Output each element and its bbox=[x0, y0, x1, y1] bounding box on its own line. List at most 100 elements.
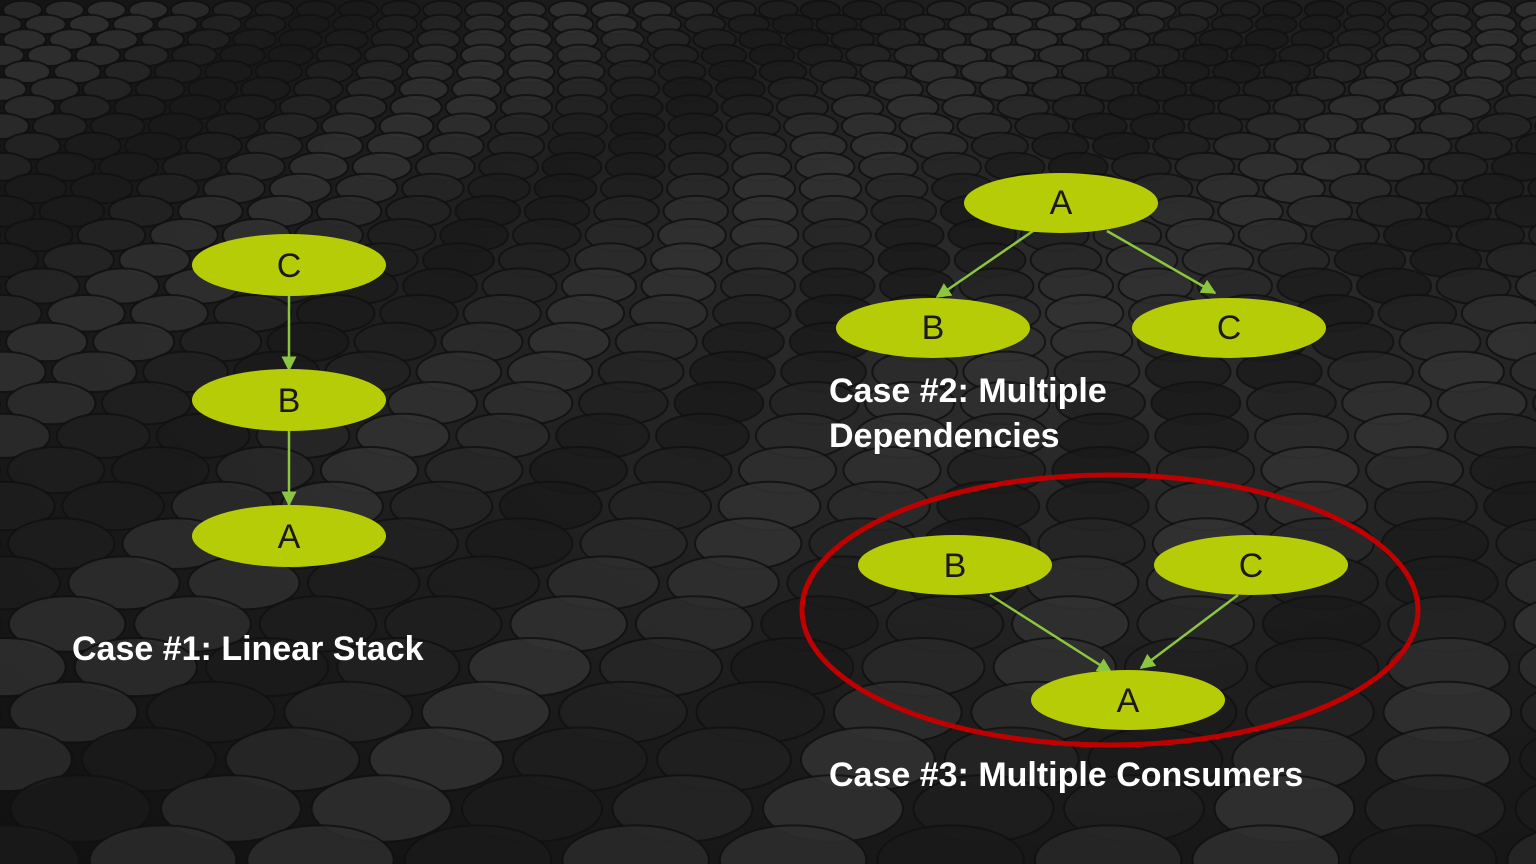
edge-b-to-a bbox=[989, 593, 1113, 674]
background-disc bbox=[2, 0, 43, 21]
background-disc bbox=[84, 267, 160, 305]
node-c: C bbox=[1132, 298, 1326, 358]
background-disc bbox=[246, 824, 395, 864]
background-disc bbox=[1495, 518, 1536, 570]
background-disc bbox=[1189, 76, 1241, 102]
background-disc bbox=[42, 242, 115, 278]
background-disc bbox=[4, 267, 81, 305]
background-disc bbox=[2, 28, 47, 51]
background-disc bbox=[5, 381, 97, 426]
background-disc bbox=[146, 680, 276, 744]
edge-a-to-b bbox=[935, 229, 1034, 299]
background-disc bbox=[160, 774, 302, 843]
background-disc bbox=[3, 172, 68, 205]
background-disc bbox=[991, 13, 1034, 36]
background-disc bbox=[1060, 28, 1106, 51]
background-disc bbox=[1033, 824, 1183, 864]
background-disc bbox=[403, 824, 553, 864]
background-disc bbox=[44, 0, 85, 21]
background-disc bbox=[1517, 645, 1536, 689]
background-disc bbox=[69, 172, 134, 205]
background-disc bbox=[1242, 76, 1294, 102]
case-2-caption-line-2: Dependencies bbox=[829, 417, 1060, 455]
highlight-ring bbox=[799, 472, 1421, 748]
background-disc bbox=[903, 13, 946, 36]
background-disc bbox=[883, 0, 925, 21]
background-disc bbox=[1136, 76, 1188, 102]
background-disc bbox=[1037, 43, 1085, 67]
background-disc bbox=[561, 824, 710, 864]
node-a-label: A bbox=[1117, 682, 1140, 720]
background-disc bbox=[80, 726, 217, 793]
background-disc bbox=[1494, 194, 1536, 228]
background-disc bbox=[1425, 194, 1492, 228]
case-2-caption: Case #2: Multiple Dependencies bbox=[829, 369, 1107, 459]
background-disc bbox=[4, 218, 74, 253]
background-disc bbox=[947, 13, 990, 36]
background-disc bbox=[0, 637, 67, 698]
background-disc bbox=[0, 480, 56, 532]
background-disc bbox=[1191, 824, 1340, 864]
background-disc bbox=[1518, 737, 1536, 782]
background-disc bbox=[925, 0, 967, 21]
background-disc bbox=[0, 194, 36, 228]
background-disc bbox=[67, 555, 181, 611]
background-disc bbox=[1518, 13, 1536, 35]
background-disc bbox=[2, 94, 57, 121]
background-disc bbox=[1528, 224, 1536, 247]
background-disc bbox=[876, 824, 1025, 864]
background-disc bbox=[968, 28, 1014, 51]
case-2-multiple-dependencies-graph: A B C bbox=[836, 173, 1326, 358]
background-disc bbox=[1364, 151, 1426, 182]
node-a: A bbox=[1031, 670, 1225, 730]
background-disc bbox=[0, 726, 73, 793]
background-disc bbox=[48, 28, 93, 51]
node-a-label: A bbox=[278, 518, 301, 556]
background-disc bbox=[1506, 831, 1536, 864]
background-disc bbox=[57, 94, 112, 121]
background-disc bbox=[1161, 59, 1211, 85]
node-b: B bbox=[858, 535, 1052, 595]
background-disc bbox=[88, 824, 238, 864]
background-disc bbox=[73, 637, 198, 698]
background-disc bbox=[26, 43, 74, 67]
background-disc bbox=[1303, 112, 1359, 140]
background-disc bbox=[29, 76, 81, 102]
background-disc bbox=[1360, 112, 1417, 140]
node-a-label: A bbox=[1050, 184, 1073, 222]
background-disc bbox=[1348, 824, 1498, 864]
background-disc bbox=[52, 59, 102, 85]
case-3-caption: Case #3: Multiple Consumers bbox=[829, 756, 1304, 794]
background-disc bbox=[0, 824, 80, 864]
background-disc bbox=[1461, 172, 1525, 205]
node-c-label: C bbox=[1217, 309, 1242, 347]
background-disc bbox=[1520, 28, 1536, 51]
background-disc bbox=[1217, 94, 1271, 121]
node-c-label: C bbox=[1239, 547, 1264, 585]
background-disc bbox=[133, 595, 252, 653]
node-a: A bbox=[964, 173, 1158, 233]
background-disc bbox=[1515, 269, 1536, 303]
background-disc bbox=[1014, 28, 1060, 51]
case-2-caption-line-1: Case #2: Multiple bbox=[829, 372, 1107, 410]
background-disc bbox=[1085, 43, 1133, 67]
background-disc bbox=[1509, 352, 1536, 392]
node-a: A bbox=[192, 505, 386, 567]
background-disc bbox=[1060, 59, 1110, 85]
background-disc bbox=[0, 555, 61, 611]
background-disc bbox=[1512, 601, 1536, 647]
background-disc bbox=[224, 726, 361, 793]
case-3-multiple-consumers-graph: B C A bbox=[799, 472, 1421, 748]
background-disc bbox=[110, 446, 210, 495]
background-disc bbox=[50, 350, 138, 393]
background-disc bbox=[6, 446, 106, 495]
background-disc bbox=[1394, 131, 1453, 161]
background-disc bbox=[9, 774, 152, 843]
case-1-linear-stack-graph: C B A bbox=[192, 234, 386, 567]
background-disc bbox=[1394, 172, 1459, 205]
background-disc bbox=[100, 381, 192, 426]
background-disc bbox=[31, 112, 88, 140]
